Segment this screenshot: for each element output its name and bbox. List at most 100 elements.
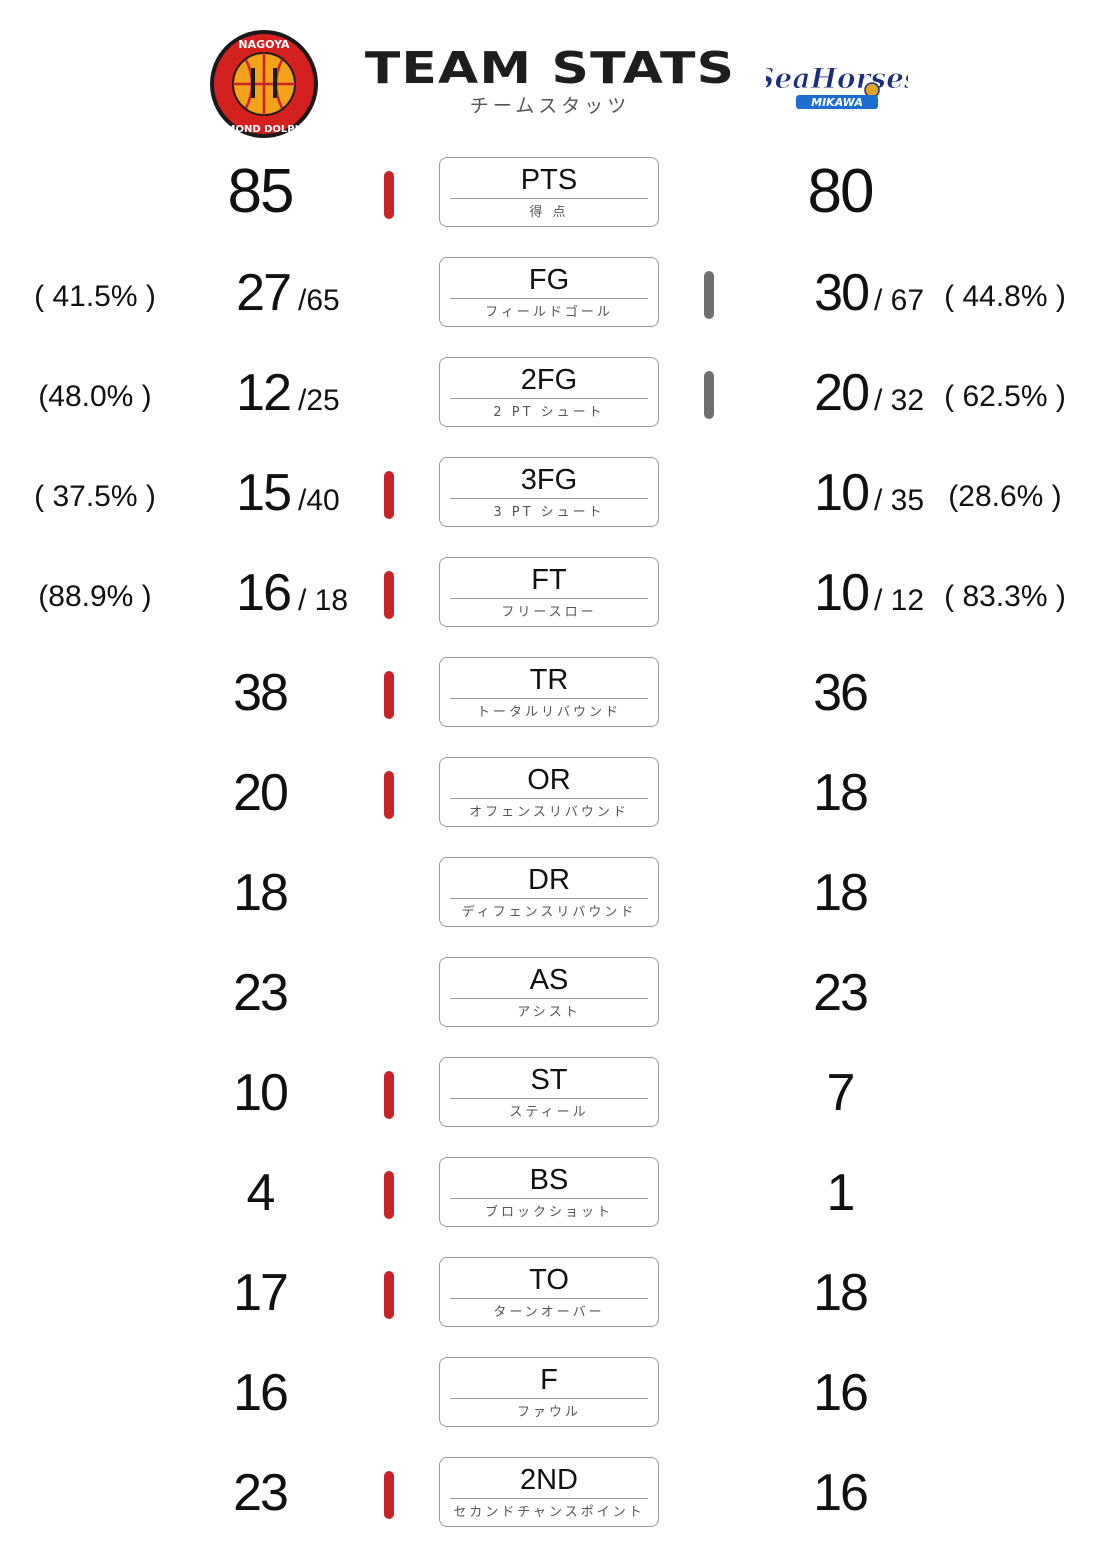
stat-name-jp: 3 PT シュート (493, 505, 605, 520)
away-value-group: 23 (740, 957, 940, 1029)
stat-abbr: PTS (520, 164, 578, 196)
home-leader-marker (384, 671, 394, 719)
stat-row-3fg: ( 37.5% ) 15 /40 3FG 3 PT シュート 10 / 35 (… (0, 457, 1100, 529)
stat-label: AS アシスト (439, 957, 659, 1027)
stat-row-dr: 18 DR ディフェンスリバウンド 18 (0, 857, 1100, 929)
stat-name-jp: 2 PT シュート (493, 405, 605, 420)
stat-row-tr: 38 TR トータルリバウンド 36 (0, 657, 1100, 729)
away-value: 18 (813, 1264, 869, 1322)
stat-label: BS ブロックショット (439, 1157, 659, 1227)
stat-name-jp: ディフェンスリバウンド (461, 905, 637, 920)
stat-abbr: 2FG (520, 364, 578, 396)
away-value: 36 (813, 664, 869, 722)
stat-name-jp: ファウル (516, 1405, 581, 1420)
home-percentage: ( 37.5% ) (34, 480, 156, 513)
stat-label: F ファウル (439, 1357, 659, 1427)
away-team-logo: SeaHorses MIKAWA (766, 62, 908, 109)
stat-abbr: ST (530, 1064, 568, 1096)
stat-name-jp: スティール (509, 1105, 589, 1120)
home-percentage: (48.0% ) (38, 380, 152, 413)
stat-label: ST スティール (439, 1057, 659, 1127)
home-leader-marker (384, 171, 394, 219)
stat-name-jp: ターンオーバー (493, 1305, 605, 1320)
home-value: 17 (233, 1264, 289, 1322)
away-value-group: 30 / 67 (740, 257, 940, 329)
stat-row-pts: 85 PTS 得 点 80 (0, 157, 1100, 229)
label-divider (450, 1498, 648, 1499)
home-value: 20 (233, 764, 289, 822)
away-percentage: (28.6% ) (948, 480, 1062, 513)
away-value-group: 20 / 32 (740, 357, 940, 429)
home-value-group: 23 (160, 957, 360, 1029)
home-attempts: /40 (298, 484, 340, 517)
stat-abbr: FG (528, 264, 570, 296)
home-value-group: 16 / 18 (160, 557, 360, 629)
label-divider (450, 1298, 648, 1299)
away-percentage: ( 83.3% ) (944, 580, 1066, 613)
away-value-group: 18 (740, 1257, 940, 1329)
label-divider (450, 398, 648, 399)
label-divider (450, 998, 648, 999)
svg-text:DIAMOND DOLPHINS: DIAMOND DOLPHINS (208, 124, 320, 135)
away-value: 18 (813, 864, 869, 922)
away-attempts: / 67 (874, 284, 925, 317)
label-divider (450, 1398, 648, 1399)
label-divider (450, 298, 648, 299)
page-title: TEAM STATS (364, 43, 736, 94)
home-leader-marker (384, 571, 394, 619)
stat-abbr: TO (529, 1264, 569, 1296)
stat-abbr: 3FG (520, 464, 578, 496)
home-leader-marker (384, 471, 394, 519)
header: NAGOYA DIAMOND DOLPHINS TEAM STATS チームスタ… (0, 0, 1100, 150)
home-value-group: 17 (160, 1257, 360, 1329)
home-value: 16 (236, 564, 292, 622)
stat-abbr: F (540, 1364, 558, 1396)
away-value-group: 18 (740, 757, 940, 829)
home-value-group: 85 (160, 157, 360, 229)
away-value: 16 (813, 1464, 869, 1522)
home-value: 23 (233, 964, 289, 1022)
home-attempts: / 18 (298, 584, 349, 617)
stat-row-bs: 4 BS ブロックショット 1 (0, 1157, 1100, 1229)
stat-name-jp: オフェンスリバウンド (469, 805, 629, 820)
away-leader-marker (704, 371, 714, 419)
home-value: 10 (233, 1064, 289, 1122)
away-value: 16 (813, 1364, 869, 1422)
away-value: 10 (814, 464, 870, 522)
home-leader-marker (384, 771, 394, 819)
stat-row-st: 10 ST スティール 7 (0, 1057, 1100, 1129)
stat-name-jp: ブロックショット (484, 1205, 613, 1220)
home-percentage: ( 41.5% ) (34, 280, 156, 313)
away-value: 1 (826, 1164, 856, 1222)
stat-row-ft: (88.9% ) 16 / 18 FT フリースロー 10 / 12 ( 83.… (0, 557, 1100, 629)
stat-abbr: FT (531, 564, 567, 596)
stat-row-f: 16 F ファウル 16 (0, 1357, 1100, 1429)
away-value: 20 (814, 364, 870, 422)
home-value-group: 16 (160, 1357, 360, 1429)
stat-row-or: 20 OR オフェンスリバウンド 18 (0, 757, 1100, 829)
away-attempts: / 32 (874, 384, 925, 417)
home-value-group: 4 (160, 1157, 360, 1229)
home-value-group: 18 (160, 857, 360, 929)
stat-label: FG フィールドゴール (439, 257, 659, 327)
label-divider (450, 598, 648, 599)
home-attempts: /25 (298, 384, 340, 417)
label-divider (450, 1198, 648, 1199)
away-value: 10 (814, 564, 870, 622)
home-value-group: 38 (160, 657, 360, 729)
away-value-group: 1 (740, 1157, 940, 1229)
home-value-group: 10 (160, 1057, 360, 1129)
stat-row-as: 23 AS アシスト 23 (0, 957, 1100, 1029)
stat-label: PTS 得 点 (439, 157, 659, 227)
away-value-group: 10 / 12 (740, 557, 940, 629)
stat-abbr: 2ND (519, 1464, 578, 1496)
home-leader-marker (384, 1171, 394, 1219)
home-attempts: /65 (298, 284, 340, 317)
stat-abbr: AS (529, 964, 569, 996)
label-divider (450, 1098, 648, 1099)
stat-label: 2ND セカンドチャンスポイント (439, 1457, 659, 1527)
away-attempts: / 12 (874, 584, 925, 617)
away-value: 7 (826, 1064, 856, 1122)
away-value-group: 7 (740, 1057, 940, 1129)
home-value: 38 (233, 664, 289, 722)
